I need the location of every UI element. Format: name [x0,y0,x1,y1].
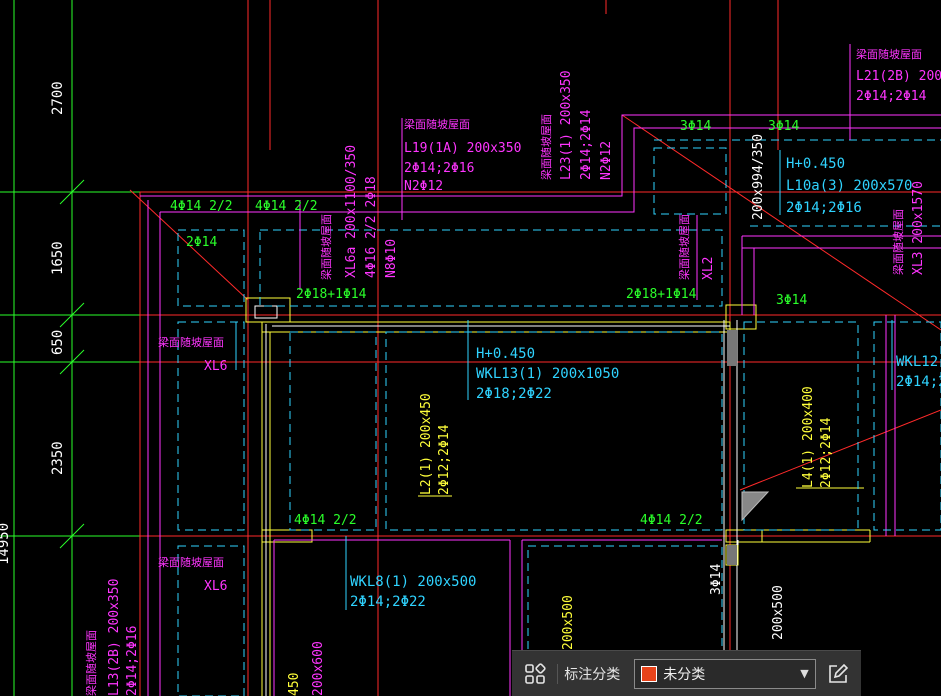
dimension-lines [0,0,140,696]
dim-14950: 14950 [0,523,12,565]
column-hatch [741,491,770,522]
label-4p14-a: 4Φ14 2/2 [170,199,233,214]
label-xl6a-b: 4Φ16 2/2 2Φ18 [364,176,379,278]
label-xl3-a: XL3 200x1570 [911,181,926,275]
magenta-labels: 梁面随坡屋面 L21(2B) 200x3 2Φ14;2Φ14 梁面随坡屋面 L1… [84,47,941,696]
label-bot2: 200x500 [771,585,786,640]
category-color-swatch [641,665,658,682]
magenta-leaders [299,44,851,300]
label-l13-b: 2Φ14;2Φ16 [125,626,140,696]
label-l10a-a: L10a(3) 200x570 [786,178,912,194]
dashed-hidden-lines [177,139,941,696]
label-wkl13-a: WKL13(1) 200x1050 [476,366,619,382]
leader-lines [235,150,893,610]
label-l19-b: 2Φ14;2Φ16 [404,161,474,176]
label-2p18-a: 2Φ18+1Φ14 [296,287,367,302]
label-4p14-b: 4Φ14 2/2 [255,199,318,214]
column-fill [727,330,737,366]
label-bot3: 450 [287,673,302,696]
label-wkl12-b: 2Φ14;2 [896,374,941,390]
label-wu-xl2: 梁面随坡屋面 [677,214,691,280]
label-top-3p14a: 3Φ14 [680,119,711,134]
label-xl6a-a: XL6a 200x1100/350 [344,145,359,278]
label-h450-a: H+0.450 [786,156,845,172]
yellow-labels: L2(1) 200x450 2Φ12;2Φ14 L4(1) 200x400 2Φ… [287,386,834,696]
label-wkl8-b: 2Φ14;2Φ22 [350,594,426,610]
dim-1650: 1650 [50,241,66,275]
label-2p18-b: 2Φ18+1Φ14 [626,287,697,302]
category-label: 标注分类 [557,663,626,684]
white-labels: 200x994/350 3Φ14 200x500 [709,134,786,640]
label-l19-c: N2Φ12 [404,179,443,194]
dim-650: 650 [50,330,66,355]
label-4p14-d: 4Φ14 2/2 [640,513,703,528]
label-l21-b: 2Φ14;2Φ14 [856,89,927,104]
label-l21-a: L21(2B) 200x3 [856,69,941,84]
label-l10a-vert: 200x994/350 [751,134,766,220]
label-l23-c: N2Φ12 [599,141,614,180]
label-xl6-top: XL6 [204,359,227,374]
group-icon [524,662,546,684]
label-bot1: 200x500 [561,595,576,650]
label-wu-xl6b: 梁面随坡屋面 [158,555,224,569]
edit-icon [829,663,849,683]
edit-button[interactable] [824,659,853,689]
label-l2-a: L2(1) 200x450 [419,393,434,495]
beam-white-lines [254,305,739,696]
dim-2350: 2350 [50,441,66,475]
label-l10a-b: 2Φ14;2Φ16 [786,200,862,216]
label-h450-b: H+0.450 [476,346,535,362]
label-3p14-r: 3Φ14 [776,293,807,308]
label-wu-xl3: 梁面随坡屋面 [891,209,905,275]
chevron-down-icon: ▼ [800,667,809,680]
label-l4-b: 2Φ12;2Φ14 [819,417,834,488]
label-l23-a: L23(1) 200x350 [559,70,574,180]
label-bot4: 200x600 [311,641,326,696]
category-selected-value: 未分类 [663,666,706,683]
group-button[interactable] [520,659,549,689]
dimension-texts: 2700 1650 650 2350 14950 [0,81,66,565]
label-wkl12-a: WKL12 [896,354,938,370]
label-2p14: 2Φ14 [186,235,217,250]
cyan-labels: H+0.450 L10a(3) 200x570 2Φ14;2Φ16 H+0.45… [350,156,941,610]
category-select[interactable]: 未分类 ▼ [634,658,816,689]
label-xl2: XL2 [701,257,716,280]
label-wu-l21: 梁面随坡屋面 [856,47,922,61]
label-wkl8-a: WKL8(1) 200x500 [350,574,476,590]
slab-outlines [140,114,941,696]
annotation-toolbar: 标注分类 未分类 ▼ [512,650,861,696]
label-l23-b: 2Φ14;2Φ14 [579,109,594,180]
label-xl6-bot: XL6 [204,579,227,594]
label-l19-a: L19(1A) 200x350 [404,141,521,156]
label-wu-xl6: 梁面随坡屋面 [158,335,224,349]
label-wu-l23: 梁面随坡屋面 [539,114,553,180]
label-wkl13-b: 2Φ18;2Φ22 [476,386,552,402]
column-fill-2 [727,545,737,565]
label-top-3p14b: 3Φ14 [768,119,799,134]
axis-grid-lines [129,0,941,696]
label-4p14-c: 4Φ14 2/2 [294,513,357,528]
label-xl6a-c: N8Φ10 [384,239,399,278]
dim-2700: 2700 [50,81,66,115]
label-l4-a: L4(1) 200x400 [801,386,816,488]
label-wu-l19: 梁面随坡屋面 [404,117,470,131]
label-wu-l13: 梁面随坡屋面 [84,630,98,696]
label-l13-a: L13(2B) 200x350 [107,579,122,696]
green-labels: 3Φ14 3Φ14 4Φ14 2/2 4Φ14 2/2 2Φ14 2Φ18+1Φ… [170,119,807,528]
label-wu-xl6a: 梁面随坡屋面 [319,214,333,280]
label-3p14-v: 3Φ14 [709,564,724,595]
label-l2-b: 2Φ12;2Φ14 [437,424,452,495]
